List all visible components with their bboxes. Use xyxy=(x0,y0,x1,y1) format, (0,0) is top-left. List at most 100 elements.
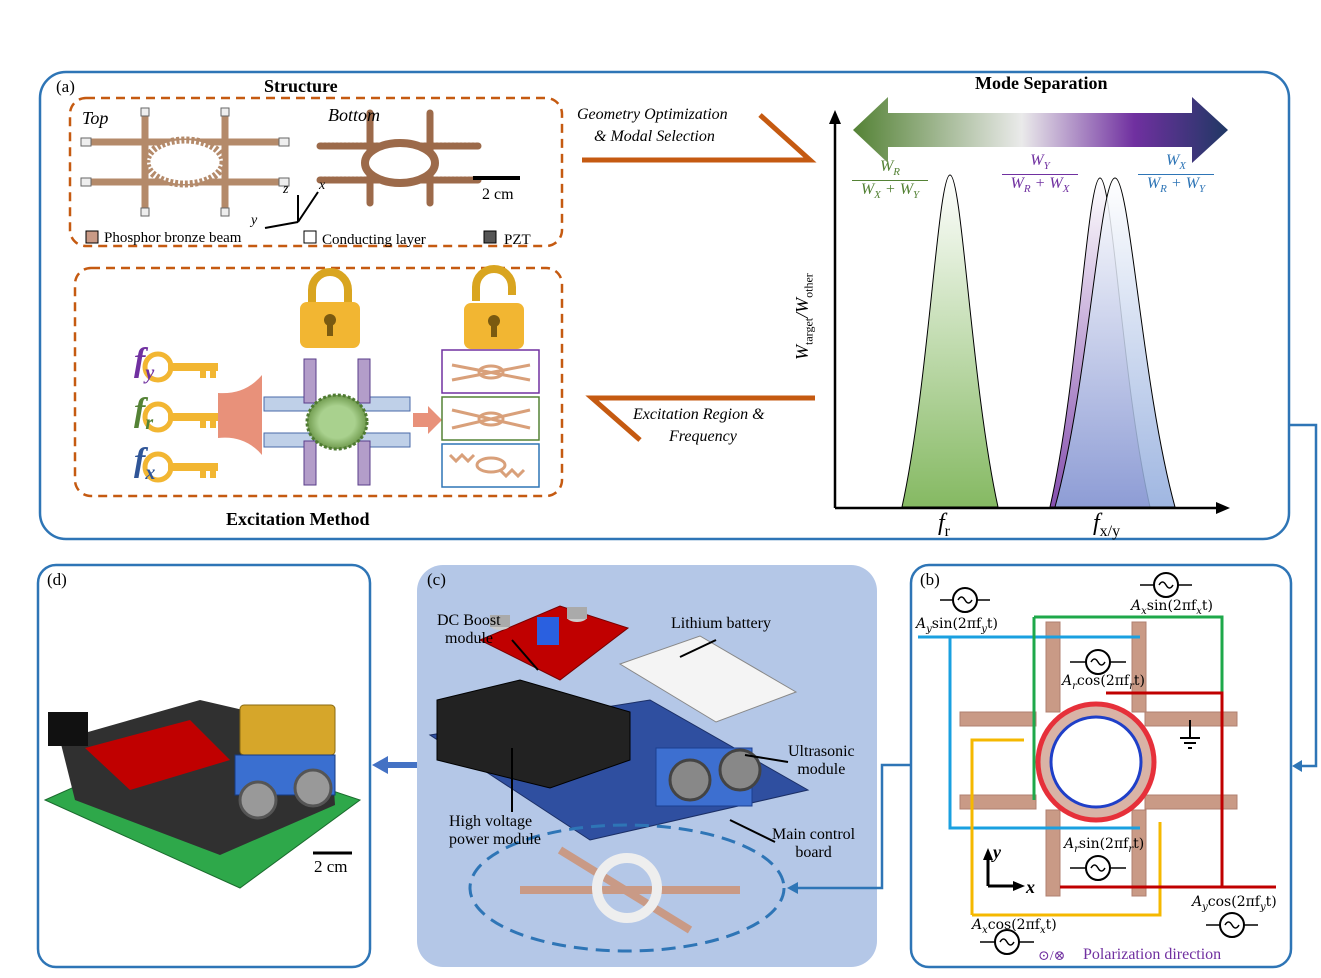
panel-d-photo xyxy=(43,700,362,889)
signal-part: x xyxy=(1141,605,1147,617)
signal-part: sin(2πf xyxy=(1078,836,1129,852)
signal-part: cos(2πf xyxy=(987,917,1040,933)
signal-part: r xyxy=(1128,843,1134,855)
axis-x-label: x xyxy=(319,178,326,193)
key-fy: fy xyxy=(134,342,155,384)
small-arrow xyxy=(413,406,442,434)
key-shafts xyxy=(168,363,218,478)
structure-title: Structure xyxy=(264,76,338,96)
signal-part: t) xyxy=(1265,894,1277,910)
signal-part: y xyxy=(926,623,932,635)
arrow-left-shape xyxy=(585,395,815,442)
signal-part: t) xyxy=(1201,598,1213,614)
signal-ar-cos: Arcos(2πfrt) xyxy=(1062,673,1145,692)
panel-b-label: (b) xyxy=(920,570,940,589)
fraction-wx: WX WR + WY xyxy=(1138,152,1214,195)
fraction-wy: WY WR + WX xyxy=(1002,152,1078,195)
signal-part: sin(2πf xyxy=(1146,598,1197,614)
legend-label-conducting: Conducting layer xyxy=(322,232,426,248)
signal-part: cos(2πf xyxy=(1207,894,1260,910)
signal-part: A xyxy=(1064,836,1075,852)
signal-part: sin(2πf xyxy=(931,616,982,632)
structure-dashed-ellipse xyxy=(468,823,786,953)
signal-part: r xyxy=(1074,843,1079,855)
legend-label-pzt: PZT xyxy=(504,232,531,248)
panel-d-frame xyxy=(36,563,372,969)
axes-triad xyxy=(264,191,319,229)
signal-part: A xyxy=(1062,673,1073,689)
bottom-label: Bottom xyxy=(328,105,380,125)
panel-b-circuit xyxy=(918,572,1276,955)
structure-top-image xyxy=(80,107,290,217)
signal-ay-sin: Aysin(2πfyt) xyxy=(916,616,998,635)
signal-part: r xyxy=(1072,680,1077,692)
axis-z-label: z xyxy=(283,182,289,197)
photo-scale-label: 2 cm xyxy=(314,857,348,876)
chart-ylabel: Wtarget/Wother xyxy=(792,273,816,360)
signal-ax-sin: Axsin(2πfxt) xyxy=(1131,598,1213,617)
signal-part: r xyxy=(1129,680,1134,692)
arrow-top-line2: & Modal Selection xyxy=(594,128,715,145)
lithium-battery xyxy=(618,635,798,723)
signal-ay-cos: Aycos(2πfyt) xyxy=(1192,894,1277,913)
structure-box xyxy=(68,96,564,248)
high-voltage-module xyxy=(436,679,631,789)
panel-c-illustration xyxy=(428,605,810,953)
signal-part: A xyxy=(972,917,983,933)
signal-part: A xyxy=(916,616,927,632)
panel-c-label: (c) xyxy=(427,570,446,589)
connector-c-to-d xyxy=(372,756,417,774)
signal-ar-sin: Arsin(2πfrt) xyxy=(1064,836,1144,855)
lock-closed-icon xyxy=(300,268,360,348)
signal-part: x xyxy=(1039,924,1046,936)
key-fx: fx xyxy=(134,442,156,484)
legend-label-bronze: Phosphor bronze beam xyxy=(104,230,242,246)
polarization-symbol: ⊙/⊗ xyxy=(1038,949,1066,964)
arrow-bottom-line1: Excitation Region & xyxy=(633,406,765,423)
excitation-box xyxy=(73,266,564,498)
connector-a-to-b xyxy=(1289,423,1318,768)
fraction-wr: WR WX + WY xyxy=(852,158,928,201)
legend-swatch-pzt xyxy=(483,230,497,244)
arrow-top-line1: Geometry Optimization xyxy=(577,106,728,123)
polarization-text: Polarization direction xyxy=(1083,946,1222,963)
signal-part: x xyxy=(982,924,988,936)
panel-a-frame xyxy=(38,70,1291,541)
peak-x xyxy=(1054,177,1176,508)
label-lithium-battery: Lithium battery xyxy=(671,615,771,632)
connector-b-to-c xyxy=(795,763,911,890)
mode-separation-title: Mode Separation xyxy=(975,73,1108,93)
excitation-structure-image xyxy=(263,358,411,486)
panel-d-label: (d) xyxy=(47,570,67,589)
signal-part: A xyxy=(1192,894,1203,910)
structure-scale-label: 2 cm xyxy=(482,186,514,203)
x-tick-fr: fr xyxy=(938,510,950,540)
signal-part: y xyxy=(1260,901,1266,913)
signal-part: t) xyxy=(1133,673,1145,689)
top-label: Top xyxy=(82,108,109,128)
signal-part: t) xyxy=(1045,917,1057,933)
excitation-title: Excitation Method xyxy=(226,509,370,529)
signal-part: A xyxy=(1131,598,1142,614)
structure-bottom-image xyxy=(316,109,484,207)
circuit-axis-y: y xyxy=(993,842,1001,862)
mode-thumb-x xyxy=(441,443,540,488)
lock-open-icon xyxy=(464,265,524,349)
circuit-axis-x: x xyxy=(1026,877,1035,897)
peaks-group xyxy=(901,174,1176,508)
key-fr: fr xyxy=(134,392,154,434)
axis-y-label: y xyxy=(251,213,258,228)
signal-part: y xyxy=(981,623,987,635)
legend-swatch-bronze xyxy=(85,230,99,244)
gradient-double-arrow xyxy=(853,97,1228,163)
signal-ax-cos: Axcos(2πfxt) xyxy=(972,917,1057,936)
signal-part: cos(2πf xyxy=(1076,673,1130,689)
x-tick-fxy: fx/y xyxy=(1093,510,1121,540)
arrow-right-shape xyxy=(582,113,817,163)
legend-swatch-conducting xyxy=(303,230,317,244)
